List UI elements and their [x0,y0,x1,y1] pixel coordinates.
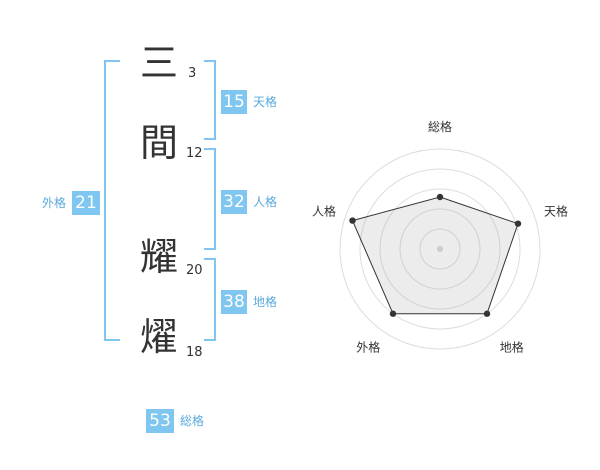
radar-point [349,217,356,224]
soukaku-label: 総格 [180,414,205,428]
soukaku-value-badge: 53 [146,409,174,433]
radar-axis-label: 総格 [428,119,452,134]
tenkaku-value-badge: 15 [221,90,247,114]
radar-ring [419,228,461,270]
name-char-1: 三 [140,41,179,85]
jinkaku-value-badge: 32 [221,190,247,214]
stroke-count-3: 20 [186,263,203,278]
chikaku-value-badge: 38 [221,290,247,314]
gaikaku-label: 外格 [42,196,67,210]
stroke-count-1: 3 [188,66,197,81]
name-char-2: 間 [140,121,179,165]
radar-ring [359,168,521,330]
radar-point [483,310,491,317]
radar-point [389,310,397,317]
radar-ring [379,188,501,310]
tenkaku-label: 天格 [253,95,278,109]
stroke-count-2: 12 [186,146,203,161]
jinkaku-label: 人格 [253,195,278,209]
radar-axis-label: 地格 [500,340,524,355]
radar-point [514,220,522,227]
radar-data-polygon [351,196,519,315]
name-char-3: 耀 [140,235,179,279]
radar-center-dot [437,246,443,252]
radar-axis-label: 人格 [312,203,336,218]
stroke-count-4: 18 [186,345,203,360]
radar-point [436,193,444,201]
radar-axis-label: 天格 [544,203,568,218]
name-char-4: 燿 [140,315,179,359]
radar-ring [399,208,481,290]
radar-axis-label: 外格 [356,340,380,355]
gaikaku-value-badge: 21 [72,191,100,215]
chikaku-label: 地格 [253,295,278,309]
